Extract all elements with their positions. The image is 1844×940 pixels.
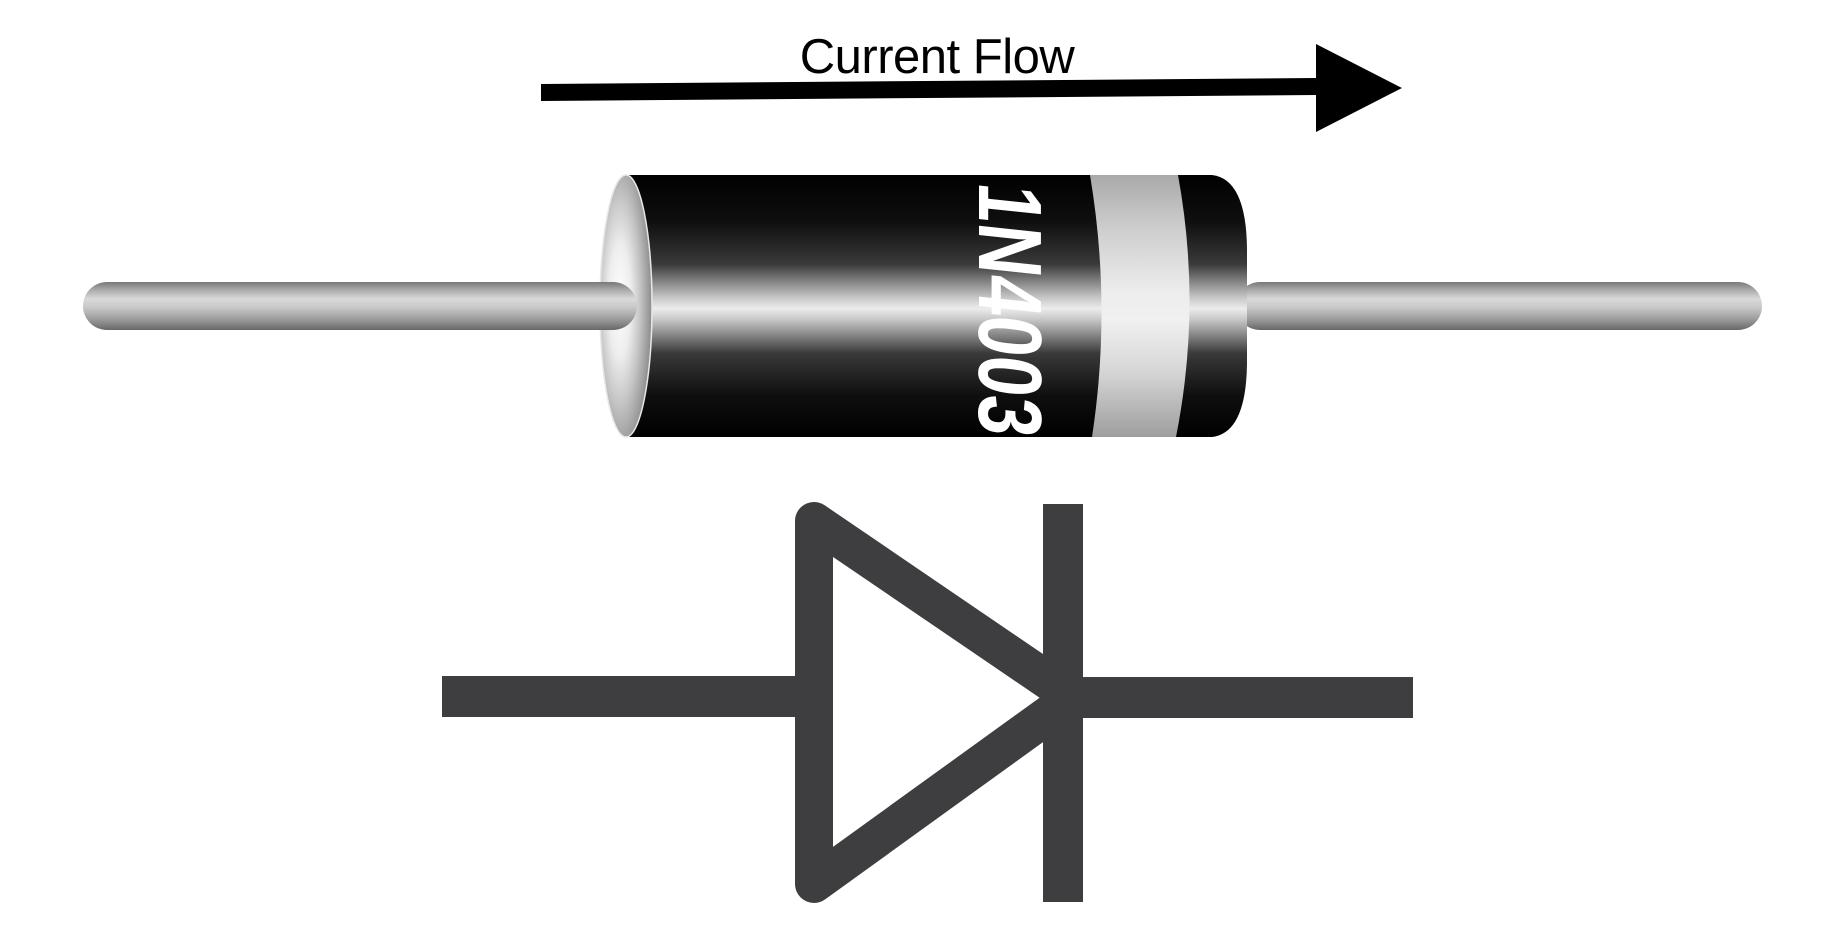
diode-schematic-symbol [442,502,1413,903]
cathode-band [1090,175,1190,437]
diode-body [626,175,1247,437]
diode-photo: 1N4003 [83,174,1762,442]
symbol-triangle [795,502,1074,903]
symbol-cathode-lead [1083,677,1413,718]
symbol-anode-lead [442,676,818,717]
part-number-label: 1N4003 [959,179,1060,442]
diode-lead-right [1236,282,1762,330]
diode-lead-left [83,282,637,330]
symbol-cathode-bar [1043,504,1083,902]
current-flow-label: Current Flow [800,30,1076,84]
current-flow-annotation: Current Flow [541,30,1402,132]
current-flow-arrow-icon [541,44,1402,132]
